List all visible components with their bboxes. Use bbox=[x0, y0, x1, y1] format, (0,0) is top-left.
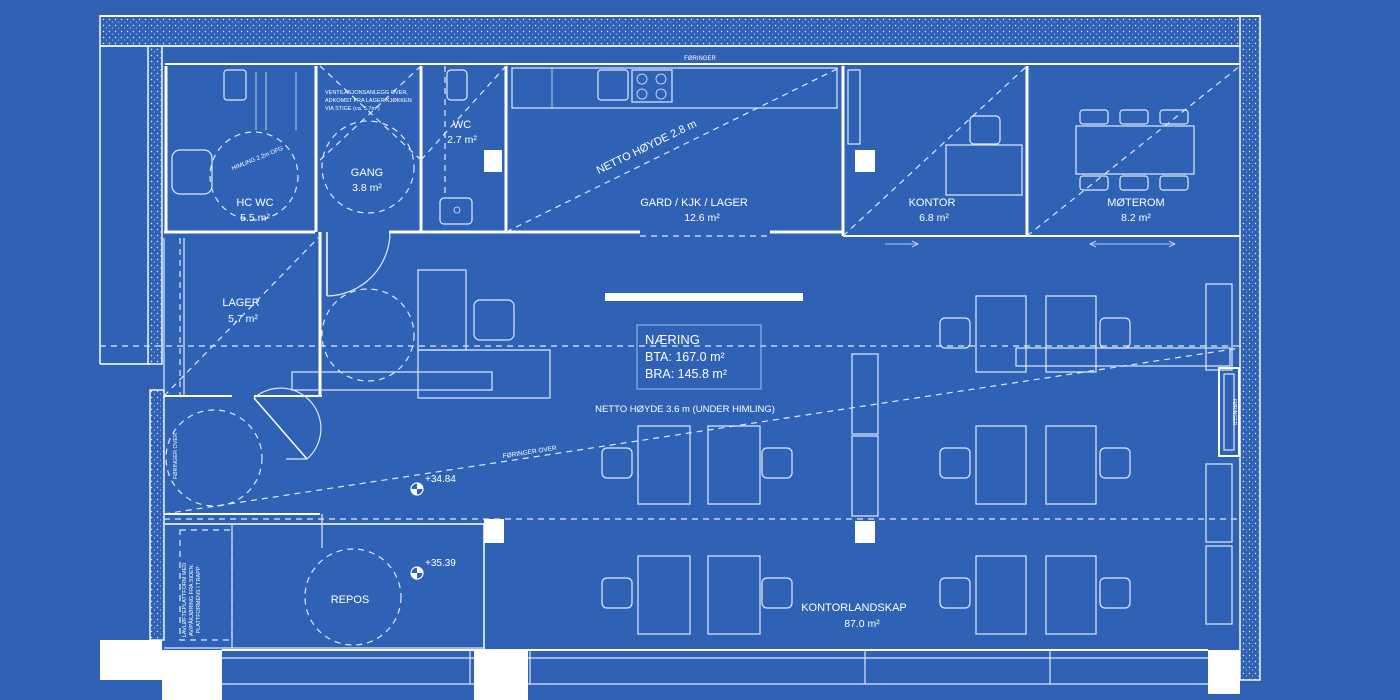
room-name-repos: REPOS bbox=[331, 594, 370, 606]
annotation-himling: HIMLING 2.2m OFG bbox=[231, 146, 284, 172]
level-upper: +34.84 bbox=[425, 474, 456, 485]
room-area-moterom: 8.2 m² bbox=[1121, 212, 1151, 224]
room-name-wc: WC bbox=[453, 119, 471, 131]
room-area-kontor: 6.8 m² bbox=[919, 212, 949, 224]
room-area-lager: 5.7 m² bbox=[228, 313, 258, 325]
hc-wc-fixtures bbox=[171, 69, 297, 195]
wc-fixtures bbox=[439, 69, 473, 225]
info-box-title: NÆRING bbox=[645, 332, 700, 347]
arrows bbox=[885, 240, 1176, 248]
annotation-foringer-top: FØRINGER bbox=[684, 56, 716, 62]
room-area-gang: 3.8 m² bbox=[352, 182, 382, 194]
room-name-lager: LAGER bbox=[222, 297, 259, 309]
room-name-gard: GARD / KJK / LAGER bbox=[640, 197, 748, 209]
kontor-furniture bbox=[847, 69, 1023, 196]
annotation-ventilation-line2: ADKOMST FRA LAGER/KJØKKEN bbox=[325, 98, 412, 104]
level-marker-upper bbox=[410, 482, 424, 496]
info-box-bta: BTA: 167.0 m² bbox=[645, 350, 725, 364]
room-name-hc-wc: HC WC bbox=[236, 197, 273, 209]
room-name-moterom: MØTEROM bbox=[1107, 197, 1164, 209]
info-box-bra: BRA: 145.8 m² bbox=[645, 367, 727, 381]
info-box bbox=[636, 324, 762, 390]
annotation-ventilation-line3: VIA STIGE (ca. 5.7m²) bbox=[325, 106, 380, 112]
room-name-gang: GANG bbox=[351, 167, 383, 179]
reception-desk bbox=[291, 269, 803, 399]
annotation-lift-line2: AV/PÅKJØRING FRA SIDEN. bbox=[188, 563, 195, 636]
room-area-gard: 12.6 m² bbox=[684, 212, 720, 224]
annotation-lift-line1: LAVLØFTEPLATTFORM MED bbox=[182, 563, 188, 637]
room-name-kontor: KONTOR bbox=[909, 197, 956, 209]
kitchen-fixtures bbox=[511, 67, 838, 109]
storage-units bbox=[851, 283, 1240, 625]
annotation-right-small: FØRINGER bbox=[1231, 399, 1237, 426]
workstations bbox=[601, 295, 1131, 635]
annotation-foringer-over: FØRINGER OVER bbox=[502, 445, 557, 460]
annotation-lift-line3: PLATTFORMENS I TRAPP bbox=[196, 566, 202, 633]
room-area-kontorlandskap: 87.0 m² bbox=[844, 618, 880, 630]
turning-circles bbox=[165, 120, 415, 646]
dashed-guides bbox=[100, 65, 1241, 641]
room-area-hc-wc: 5.5 m² bbox=[240, 212, 270, 224]
doors bbox=[253, 231, 391, 460]
level-marker-lower bbox=[410, 566, 424, 580]
annotation-netto-hoyde-kitchen: NETTO HØYDE 2.8 m bbox=[595, 118, 699, 177]
moterom-furniture bbox=[1075, 109, 1195, 191]
annotation-ventilation-line1: VENTILASJONSANLEGG OVER, bbox=[325, 90, 408, 96]
level-lower: +35.39 bbox=[425, 558, 456, 569]
room-area-wc: 2.7 m² bbox=[447, 134, 477, 146]
interior-walls bbox=[163, 66, 1240, 650]
room-name-kontorlandskap: KONTORLANDSKAP bbox=[801, 602, 907, 614]
annotation-foringer-vertical: FØRINGER OVER bbox=[173, 433, 179, 479]
annotation-netto-hoyde-main: NETTO HØYDE 3.6 m (UNDER HIMLING) bbox=[595, 404, 775, 415]
